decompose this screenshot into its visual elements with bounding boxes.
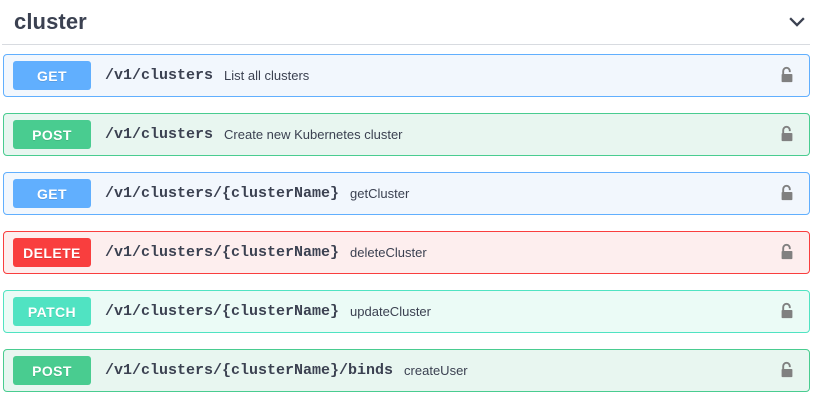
tag-header-cluster[interactable]: cluster (0, 0, 829, 44)
http-method-badge: POST (13, 120, 91, 149)
http-method-badge: POST (13, 356, 91, 385)
operation-path: /v1/clusters/{clusterName} (105, 185, 340, 202)
http-method-badge: DELETE (13, 238, 91, 267)
unlocked-padlock-icon[interactable] (777, 359, 797, 383)
http-method-badge: GET (13, 61, 91, 90)
unlocked-padlock-icon[interactable] (777, 300, 797, 324)
unlocked-padlock-icon[interactable] (777, 64, 797, 88)
operation-summary: Create new Kubernetes cluster (224, 127, 403, 142)
operation-summary: createUser (404, 363, 468, 378)
operation-row[interactable]: GET/v1/clusters List all clusters (3, 54, 810, 97)
operation-summary: deleteCluster (350, 245, 427, 260)
operation-row[interactable]: POST/v1/clusters Create new Kubernetes cl… (3, 113, 810, 156)
header-divider (2, 44, 810, 45)
operation-path: /v1/clusters (105, 67, 214, 84)
operation-row[interactable]: PATCH/v1/clusters/{clusterName} updateClu… (3, 290, 810, 333)
operation-row[interactable]: GET/v1/clusters/{clusterName} getCluster (3, 172, 810, 215)
chevron-down-icon[interactable] (784, 9, 810, 35)
unlocked-padlock-icon[interactable] (777, 123, 797, 147)
unlocked-padlock-icon[interactable] (777, 182, 797, 206)
operation-path: /v1/clusters/{clusterName} (105, 244, 340, 261)
api-tag-section-cluster: cluster GET/v1/clusters List all clusters… (0, 0, 829, 392)
operation-path: /v1/clusters/{clusterName}/binds (105, 362, 394, 379)
unlocked-padlock-icon[interactable] (777, 241, 797, 265)
page-title: cluster (14, 9, 87, 34)
http-method-badge: PATCH (13, 297, 91, 326)
operation-path: /v1/clusters/{clusterName} (105, 303, 340, 320)
operation-path: /v1/clusters (105, 126, 214, 143)
operation-row[interactable]: POST/v1/clusters/{clusterName}/binds crea… (3, 349, 810, 392)
operation-row[interactable]: DELETE/v1/clusters/{clusterName} deleteCl… (3, 231, 810, 274)
operation-summary: getCluster (350, 186, 410, 201)
operations-list: GET/v1/clusters List all clusters POST/v1… (0, 45, 829, 392)
operation-summary: updateCluster (350, 304, 431, 319)
operation-summary: List all clusters (224, 68, 310, 83)
http-method-badge: GET (13, 179, 91, 208)
